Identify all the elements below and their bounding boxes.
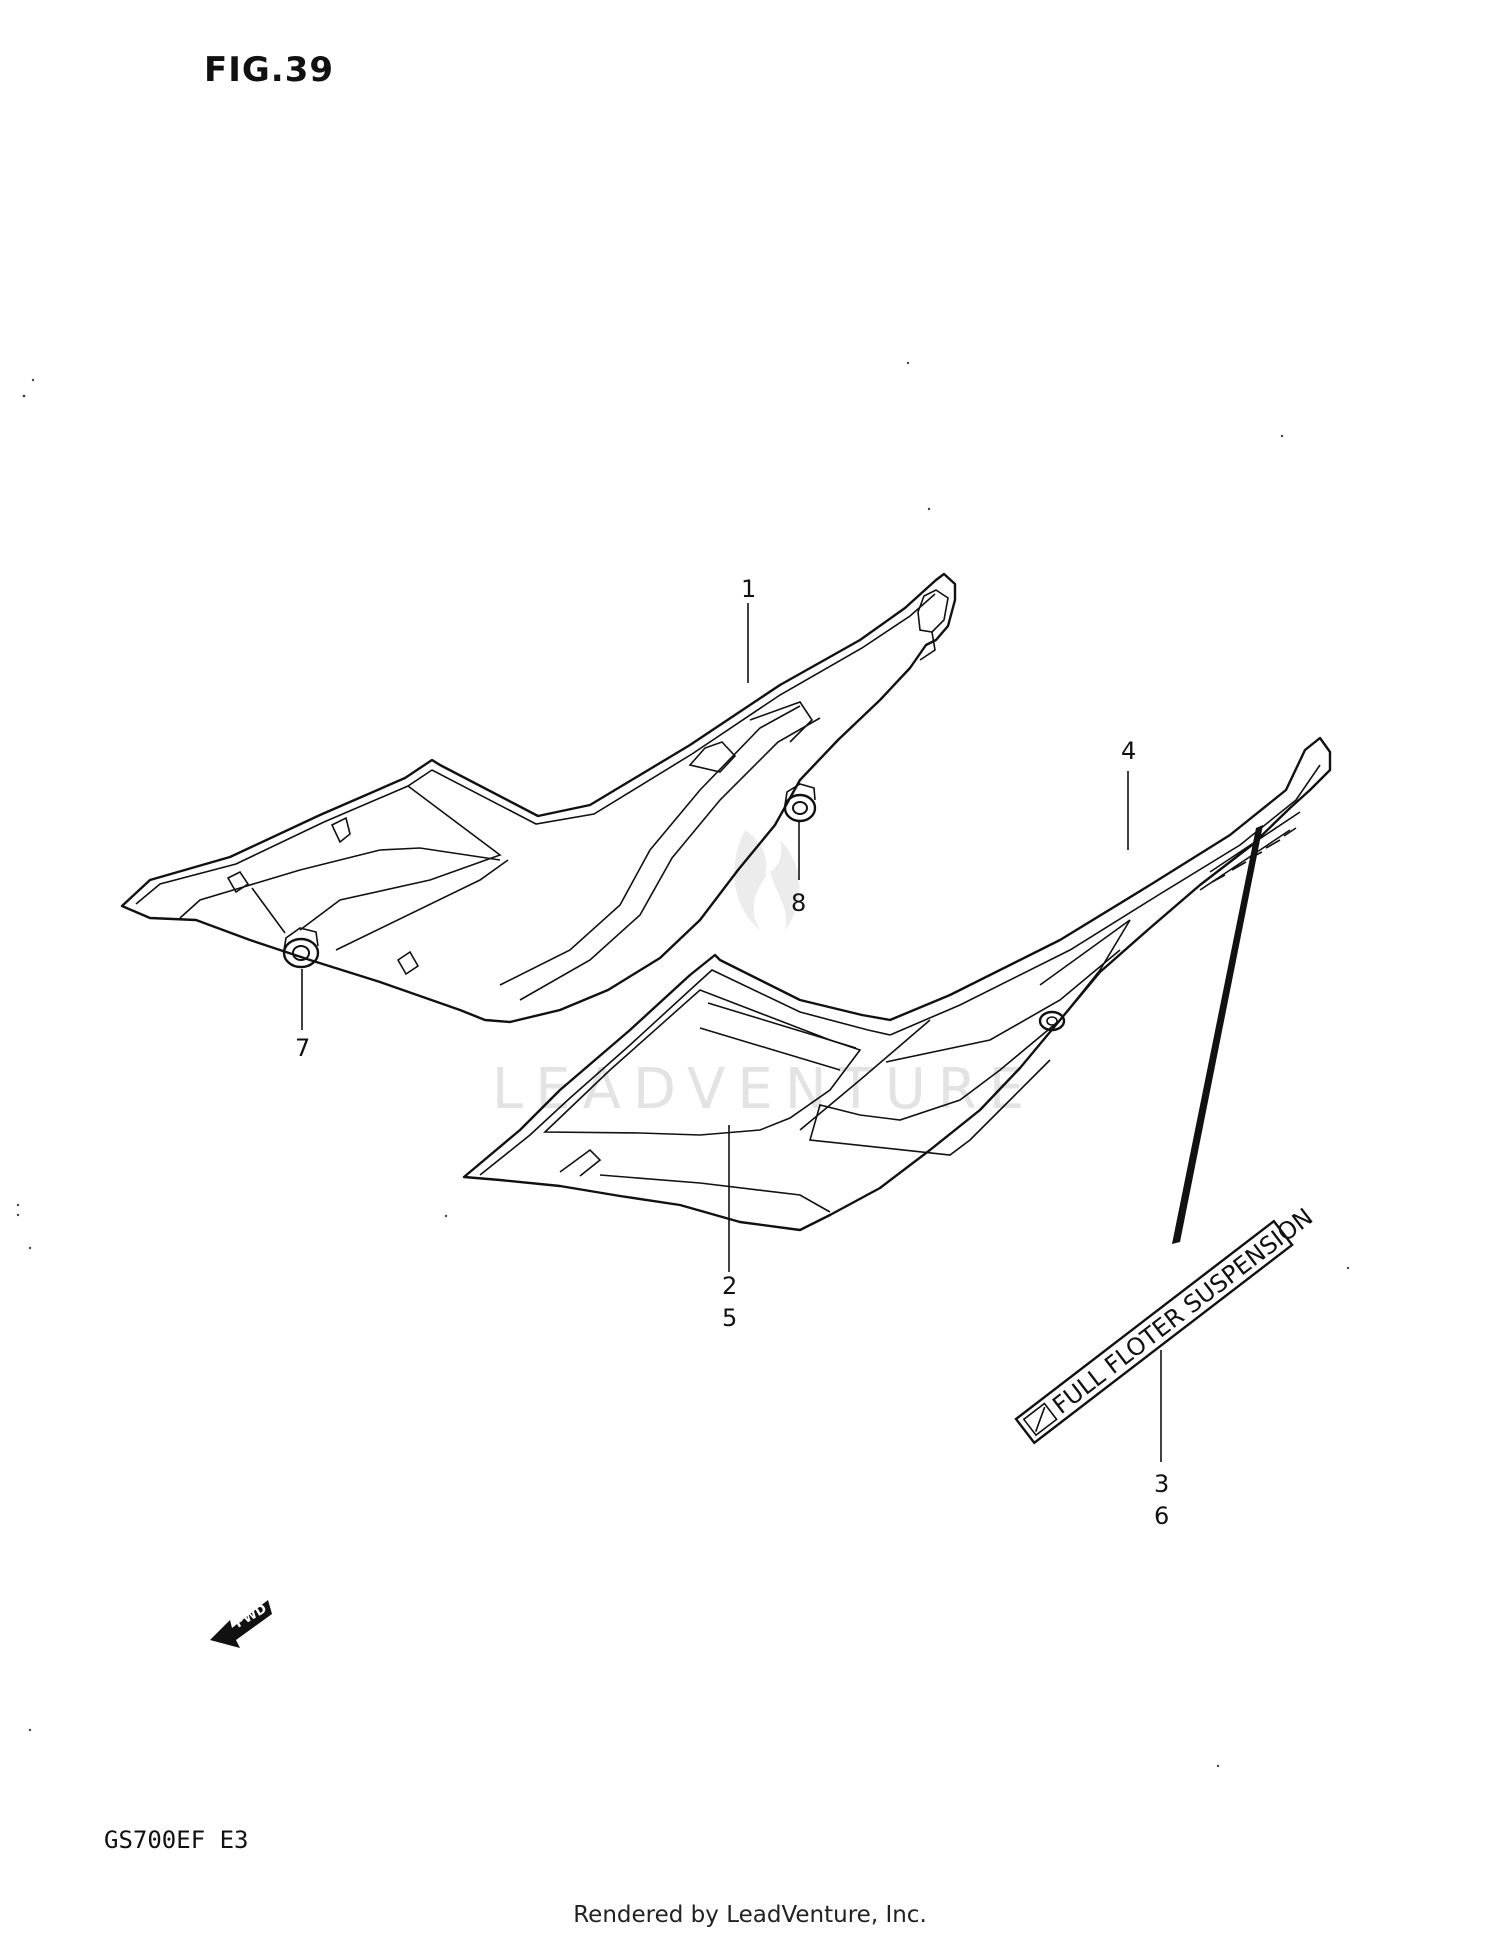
callout-2: 2 bbox=[722, 1272, 737, 1300]
decal-pointer bbox=[1172, 825, 1263, 1244]
callout-3: 3 bbox=[1154, 1470, 1169, 1498]
callout-7: 7 bbox=[295, 1034, 310, 1062]
grommet-8 bbox=[783, 783, 817, 823]
frame-cover-left bbox=[120, 572, 957, 1024]
decal-text: FULL FLOTER SUSPENSION bbox=[1047, 1203, 1318, 1420]
model-code: GS700EF E3 bbox=[104, 1826, 249, 1854]
callout-5: 5 bbox=[722, 1304, 737, 1332]
watermark-text: LEADVENTURE bbox=[492, 1057, 1036, 1122]
callout-4: 4 bbox=[1121, 737, 1136, 765]
footer-credit: Rendered by LeadVenture, Inc. bbox=[573, 1902, 927, 1928]
callout-6: 6 bbox=[1154, 1502, 1169, 1530]
leader-lines bbox=[251, 603, 1263, 1462]
frame-cover-right bbox=[462, 736, 1332, 1232]
figure-title: FIG.39 bbox=[204, 50, 335, 90]
callouts: 1 2 5 3 6 4 7 8 bbox=[295, 575, 1169, 1530]
leader-7b bbox=[251, 887, 286, 934]
fwd-arrow-icon: FWD bbox=[210, 1600, 272, 1648]
grommet-7 bbox=[282, 927, 320, 969]
scan-specks bbox=[16, 361, 1350, 1768]
callout-8: 8 bbox=[791, 889, 806, 917]
decal-full-floter-suspension: FULL FLOTER SUSPENSION bbox=[1014, 1203, 1318, 1445]
callout-1: 1 bbox=[741, 575, 756, 603]
